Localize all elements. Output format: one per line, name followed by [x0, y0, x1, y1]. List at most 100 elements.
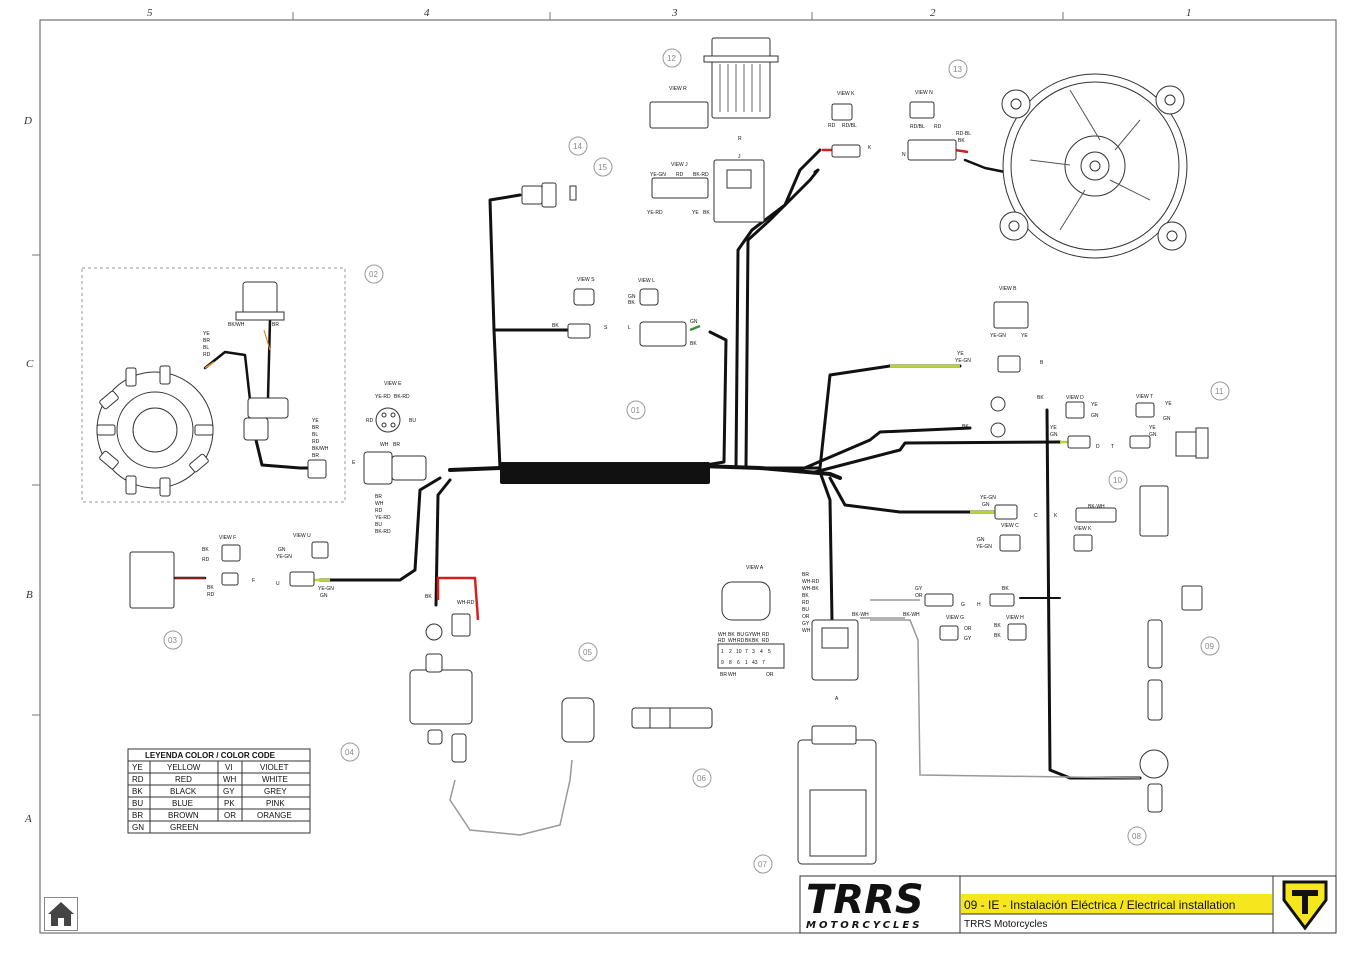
wire-ecu-0: BR — [802, 572, 809, 578]
letter-c: C — [1034, 513, 1038, 519]
view-t-label: VIEW T — [1136, 394, 1153, 400]
grid-col-4: 4 — [424, 7, 430, 19]
pin-top2-3: BK — [745, 638, 752, 644]
wire-l-conn-0: GN — [690, 319, 698, 325]
view-k-low-label: VIEW K — [1074, 526, 1092, 532]
grid-col-5: 5 — [147, 7, 153, 19]
wire-stator-conn-0: YE — [312, 418, 319, 424]
legend-r0-c2: VI — [225, 763, 233, 772]
legend-r3-c3: PINK — [266, 799, 285, 808]
temp-sensor — [521, 182, 577, 208]
wire-view-b-1: YE — [1021, 333, 1028, 339]
pin-b-2: 6 — [737, 660, 740, 666]
pin-top2-0: RD — [718, 638, 726, 644]
wire-view-g-0: OR — [964, 626, 972, 632]
wire-view-n-0: RD/BL — [910, 124, 925, 130]
letter-d: D — [1096, 444, 1100, 450]
grid-row-b: B — [26, 589, 33, 601]
wire-stator-conn-5: BR — [312, 453, 319, 459]
wire-view-b-0: YE-GN — [990, 333, 1006, 339]
wire-view-t-1: GN — [1163, 416, 1171, 422]
letter-f: F — [252, 578, 255, 584]
view-n-label: VIEW N — [915, 90, 933, 96]
pin-b-4: 43 — [752, 660, 758, 666]
switch-11 — [1065, 401, 1209, 459]
wire-ecu-4: RD — [802, 600, 810, 606]
wire-view-e-4: WH — [380, 442, 389, 448]
wire-l-conn-1: BK — [690, 341, 697, 347]
wire-bk-wh-1: BK-WH — [852, 612, 869, 618]
pin-a-6: 5 — [768, 649, 771, 655]
wire-harness-e-5: BK-RD — [375, 529, 391, 535]
wire-view-d-1: GN — [1091, 413, 1099, 419]
wire-pickup-0: BK/WH — [228, 322, 245, 328]
view-k-top-label: VIEW K — [837, 91, 855, 97]
wire-stator-1: BR — [203, 338, 210, 344]
wire-c-conn-1: GN — [982, 502, 990, 508]
wire-view-n-1: RD — [934, 124, 942, 130]
letter-l: L — [628, 325, 631, 331]
stator-connector — [307, 459, 327, 479]
wire-harness-e-0: BR — [375, 494, 382, 500]
wire-view-d-0: YE — [1091, 402, 1098, 408]
pin-top2-4: BK — [752, 638, 759, 644]
wire-view-l-0: GN — [628, 294, 636, 300]
home-icon — [44, 897, 78, 931]
pin-top-4: WH — [752, 632, 761, 638]
relay-10 — [994, 485, 1169, 552]
wire-f-conn-1: RD — [207, 592, 215, 598]
callout-14: 14 — [573, 142, 582, 151]
harness-wires — [172, 148, 1142, 780]
pin-top2-2: RD — [737, 638, 745, 644]
wire-view-g-1: GY — [964, 636, 972, 642]
wire-h-bk: BK — [1002, 586, 1009, 592]
legend-r0-c0: YE — [132, 763, 143, 772]
callout-15: 15 — [598, 163, 607, 172]
legend-r3-c2: PK — [224, 799, 235, 808]
letter-a: A — [835, 696, 839, 702]
view-f-label: VIEW F — [219, 535, 236, 541]
view-e-label: VIEW E — [384, 381, 402, 387]
wire-ecu-1: WH-RD — [802, 579, 820, 585]
letter-j: J — [738, 154, 741, 160]
connector-e — [363, 407, 427, 485]
wire-view-h-1: BK — [994, 633, 1001, 639]
pin-b-1: 8 — [729, 660, 732, 666]
pin-top-5: RD — [762, 632, 770, 638]
callout-04: 04 — [345, 748, 354, 757]
wire-harness-e-1: WH — [375, 501, 384, 507]
wire-ecu-7: GY — [802, 621, 810, 627]
pin-a-5: 4 — [760, 649, 763, 655]
letter-r: R — [738, 136, 742, 142]
wire-pickup-1: BR — [272, 322, 279, 328]
pickup-sensor — [235, 281, 289, 441]
home-button[interactable] — [44, 897, 78, 931]
wire-u-conn-1: GN — [320, 593, 328, 599]
view-r-label: VIEW R — [669, 86, 687, 92]
wire-view-j-top-1: RD — [676, 172, 684, 178]
wire-bk-ring2: BK — [962, 424, 969, 430]
wire-view-f-0: BK — [202, 547, 209, 553]
letter-b: B — [1040, 360, 1044, 366]
legend-r0-c3: VIOLET — [260, 763, 289, 772]
fan-connector — [831, 101, 957, 161]
pin-top-1: BK — [728, 632, 735, 638]
callout-01: 01 — [631, 406, 640, 415]
wire-s: BK — [552, 323, 559, 329]
callout-08: 08 — [1132, 832, 1141, 841]
callout-05: 05 — [583, 648, 592, 657]
wire-b-conn-1: YE-GN — [955, 358, 971, 364]
wire-ecu-3: BK — [802, 593, 809, 599]
stator-group-box — [81, 267, 346, 503]
wire-ecu-6: OR — [802, 614, 810, 620]
wire-view-j-top-0: YE-GN — [650, 172, 666, 178]
connector-b — [993, 301, 1029, 373]
wire-harness-e-3: YE-RD — [375, 515, 391, 521]
letter-h: H — [977, 602, 981, 608]
callout-09: 09 — [1205, 642, 1214, 651]
wire-view-j-top-2: BK-RD — [693, 172, 709, 178]
wire-d-conn-0: YE — [1050, 425, 1057, 431]
wire-stator-conn-2: BL — [312, 432, 318, 438]
legend-r3-c0: BU — [132, 799, 143, 808]
pin-top2-5: RD — [762, 638, 770, 644]
